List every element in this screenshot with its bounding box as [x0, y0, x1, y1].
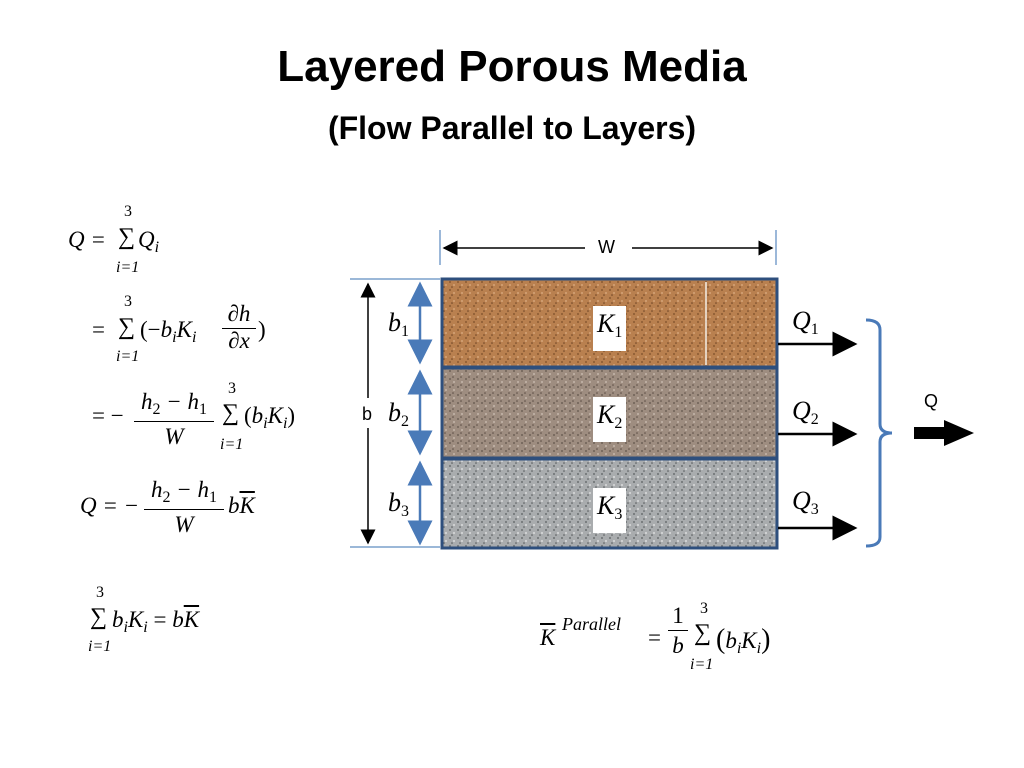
k2-label: K2	[593, 397, 627, 442]
q1-label: Q1	[792, 306, 819, 338]
thickness-label: b	[362, 404, 373, 424]
q2-label: Q2	[792, 396, 819, 428]
width-label: W	[598, 237, 615, 257]
flow-bracket	[865, 318, 893, 548]
k3-label: K3	[593, 488, 627, 533]
page-title: Layered Porous Media	[277, 42, 747, 91]
b2-label: b2	[388, 398, 409, 430]
b3-label: b3	[388, 488, 409, 520]
b1-label: b1	[388, 308, 409, 340]
k1-label: K1	[593, 306, 627, 351]
total-flow-label: Q	[924, 391, 939, 411]
total-q-arrow	[914, 420, 974, 446]
page-subtitle: (Flow Parallel to Layers)	[327, 110, 697, 146]
q3-label: Q3	[792, 486, 819, 518]
